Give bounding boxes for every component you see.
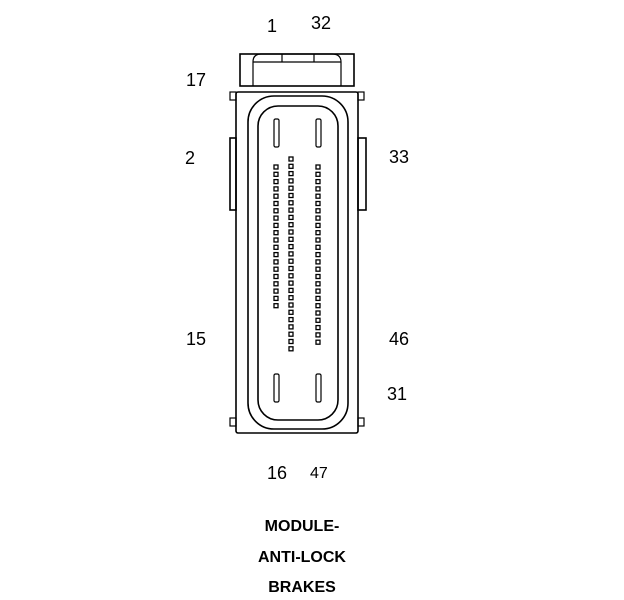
pin-label-15: 15 <box>186 329 206 349</box>
long-terminals <box>273 118 322 403</box>
pin-cavity-mid <box>288 316 294 323</box>
pin-cavity-left <box>273 273 279 280</box>
pin-cavity-mid <box>288 346 294 352</box>
pin-label-1: 1 <box>267 16 277 36</box>
pin-cavity-mid <box>288 156 294 162</box>
connector-top-latch <box>239 53 355 87</box>
pin-cavity-mid <box>288 295 294 301</box>
pin-cavity-left <box>273 244 279 250</box>
connector-housing <box>229 91 367 434</box>
pin-cavity-right <box>315 178 321 185</box>
pin-cavity-right <box>315 193 321 199</box>
pin-label-32: 32 <box>311 13 331 33</box>
pin-cavity-left <box>273 193 279 199</box>
pin-label-46: 46 <box>389 329 409 349</box>
pin-cavity-right <box>315 332 321 338</box>
pin-cavity-mid <box>288 236 294 242</box>
pin-cavity-right <box>315 215 321 221</box>
pin-cavity-right <box>315 295 321 302</box>
pin-cavity-right <box>315 244 321 250</box>
pin-cavity-mid <box>288 251 294 257</box>
pin-label-47: 47 <box>310 465 328 482</box>
pin-cavity-left <box>273 288 279 294</box>
pin-cavity-mid <box>288 338 294 345</box>
pin-cavity-mid <box>288 185 294 191</box>
pin-matrix <box>273 156 321 352</box>
pin-cavity-left <box>273 281 279 287</box>
pin-cavity-mid <box>288 229 294 235</box>
pin-cavity-mid <box>288 200 294 206</box>
pin-cavity-right <box>315 251 321 258</box>
pin-cavity-right <box>315 222 321 229</box>
pin-cavity-right <box>315 259 321 265</box>
pin-label-33: 33 <box>389 147 409 167</box>
pin-cavity-right <box>315 303 321 309</box>
pin-cavity-left <box>273 222 279 229</box>
pin-cavity-right <box>315 310 321 316</box>
pin-cavity-left <box>273 186 279 192</box>
pin-cavity-mid <box>288 324 294 330</box>
pin-cavity-left <box>273 164 279 170</box>
pin-cavity-mid <box>288 302 294 308</box>
pin-cavity-left <box>273 171 279 177</box>
pin-cavity-right <box>315 266 321 272</box>
pin-cavity-right <box>315 208 321 214</box>
pin-cavity-right <box>315 237 321 243</box>
pin-cavity-mid <box>288 287 294 294</box>
pin-cavity-right <box>315 273 321 280</box>
pin-cavity-right <box>315 186 321 192</box>
pin-cavity-mid <box>288 331 294 337</box>
pin-cavity-right <box>315 200 321 207</box>
pin-cavity-right <box>315 317 321 323</box>
pin-cavity-mid <box>288 273 294 279</box>
pin-cavity-mid <box>288 163 294 169</box>
caption-line-2: ANTI-LOCK <box>258 549 346 566</box>
pin-cavity-left <box>273 237 279 243</box>
pin-cavity-right <box>315 324 321 331</box>
pin-cavity-mid <box>288 243 294 250</box>
pin-cavity-mid <box>288 222 294 228</box>
pin-label-17: 17 <box>186 70 206 90</box>
pin-cavity-left <box>273 295 279 302</box>
pin-cavity-right <box>315 281 321 287</box>
caption-line-3: BRAKES <box>268 579 336 596</box>
pin-cavity-mid <box>288 309 294 315</box>
pin-label-31: 31 <box>387 384 407 404</box>
pin-cavity-right <box>315 230 321 236</box>
pin-cavity-mid <box>288 178 294 184</box>
pin-cavity-right <box>315 171 321 177</box>
pin-cavity-left <box>273 215 279 221</box>
pin-cavity-left <box>273 266 279 272</box>
pin-cavity-mid <box>288 192 294 199</box>
pin-cavity-mid <box>288 207 294 213</box>
pin-cavity-left <box>273 200 279 207</box>
pin-cavity-left <box>273 208 279 214</box>
pin-cavity-left <box>273 303 279 309</box>
pin-cavity-right <box>315 339 321 345</box>
pin-cavity-mid <box>288 280 294 286</box>
pin-cavity-right <box>315 164 321 170</box>
pin-label-2: 2 <box>185 148 195 168</box>
pin-cavity-mid <box>288 170 294 177</box>
pin-cavity-right <box>315 288 321 294</box>
pin-cavity-left <box>273 259 279 265</box>
pin-cavity-left <box>273 178 279 185</box>
pin-cavity-left <box>273 230 279 236</box>
pin-cavity-mid <box>288 265 294 272</box>
pin-cavity-mid <box>288 214 294 221</box>
pin-cavity-mid <box>288 258 294 264</box>
pin-label-16: 16 <box>267 463 287 483</box>
caption-line-1: MODULE- <box>265 518 340 535</box>
pin-cavity-left <box>273 251 279 258</box>
